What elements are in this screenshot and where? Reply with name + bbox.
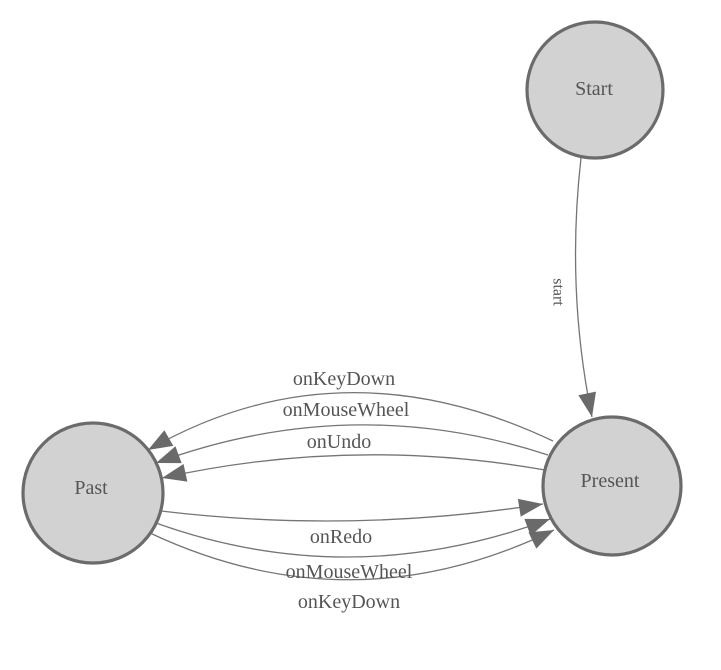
edge-label-onundo: onUndo [307,431,371,453]
node-past-circle [21,421,165,565]
node-start: Start [525,20,665,160]
node-start-label: Start [575,78,613,100]
edge-label-onkeydown-upper: onKeyDown [293,368,395,390]
edge-label-onredo: onRedo [310,526,372,548]
edge-label-onkeydown-lower: onKeyDown [298,591,400,613]
edge-present-to-past-onmousewheel [155,424,549,464]
node-present-circle [541,415,683,557]
node-start-circle [525,20,665,160]
edge-group [147,157,597,581]
node-past: Past [21,421,165,565]
node-present-label: Present [581,470,640,492]
edge-past-to-present-onmousewheel [155,518,551,558]
edge-label-onmousewheel-upper: onMouseWheel [283,399,410,421]
node-present: Present [541,415,683,557]
node-past-label: Past [74,477,108,499]
edge-past-to-present-onkeydown [149,529,555,581]
edge-label-onmousewheel-lower: onMouseWheel [286,561,413,583]
edge-label-start: start [550,278,567,306]
edge-present-to-past-onundo [161,454,546,482]
edge-label-group: start onKeyDown onMouseWheel onUndo onRe… [283,278,567,613]
edge-past-to-present-onredo [160,498,544,522]
edge-present-to-past-onkeydown [147,392,554,451]
edge-start-to-present [574,157,597,418]
